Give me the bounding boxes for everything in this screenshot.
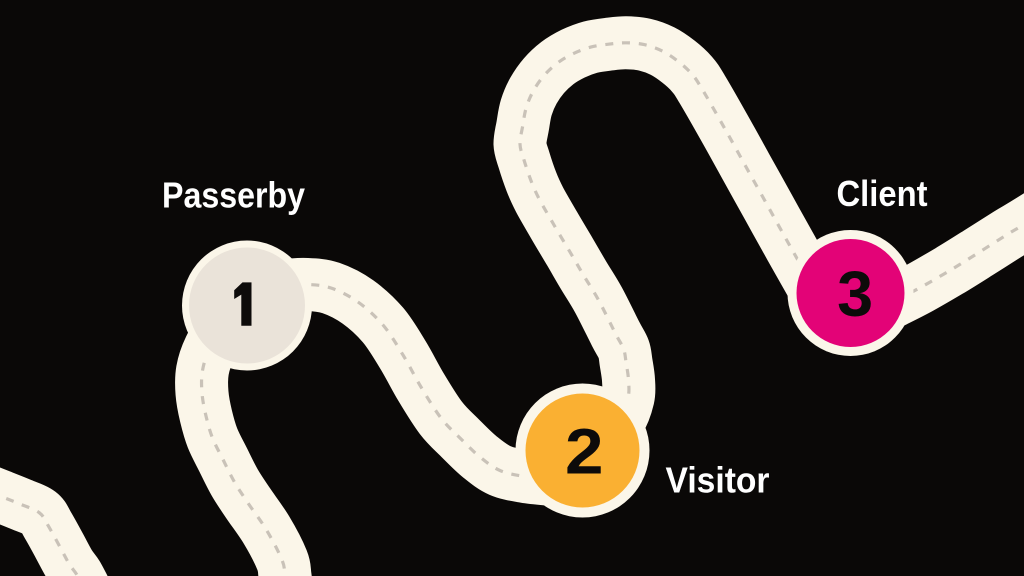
svg-text:Client: Client bbox=[837, 173, 928, 214]
svg-text:2: 2 bbox=[565, 415, 604, 487]
svg-text:3: 3 bbox=[837, 258, 873, 330]
svg-text:Passerby: Passerby bbox=[162, 175, 305, 216]
svg-text:Visitor: Visitor bbox=[666, 460, 770, 501]
